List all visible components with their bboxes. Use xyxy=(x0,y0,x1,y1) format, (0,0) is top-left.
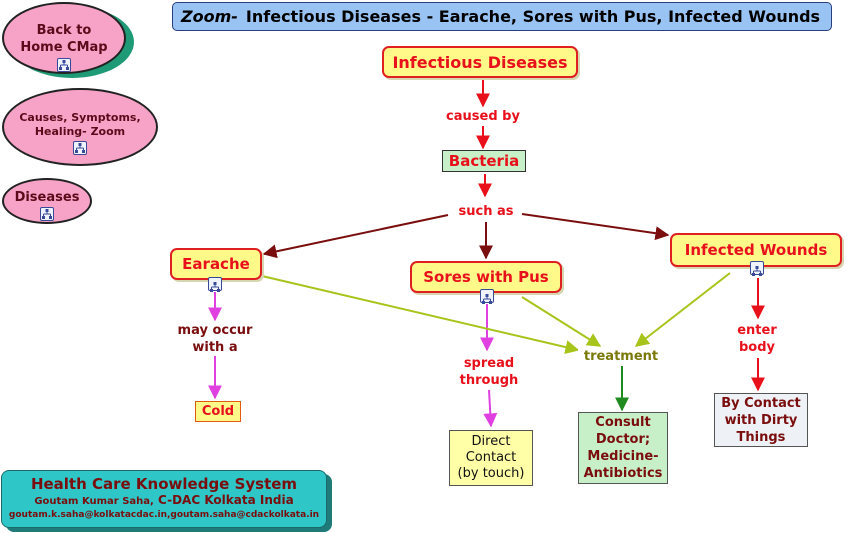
page-title: Zoom- Infectious Diseases - Earache, Sor… xyxy=(172,2,832,31)
link-wounds-to-treatment xyxy=(634,272,731,347)
footer-org: C-DAC Kolkata India xyxy=(158,493,294,507)
diseases-label: Diseases xyxy=(14,190,80,205)
footer-author: Goutam Kumar Saha, xyxy=(34,496,154,507)
footer-emails: goutam.k.saha@kolkatacdac.in,goutam.saha… xyxy=(8,510,320,520)
back-to-home-cmap-button[interactable]: Back to Home CMap xyxy=(2,2,126,74)
link-suchas-to-earache xyxy=(262,214,449,259)
cmap-link-icon[interactable] xyxy=(208,277,222,292)
footer-title: Health Care Knowledge System xyxy=(30,475,298,493)
cmap-link-icon[interactable] xyxy=(480,289,494,304)
link-suchas-to-wounds xyxy=(521,213,670,241)
title-text: Infectious Diseases - Earache, Sores wit… xyxy=(245,7,821,26)
concept-consult-doctor[interactable]: Consult Doctor; Medicine- Antibiotics xyxy=(578,412,668,484)
concept-direct-contact[interactable]: Direct Contact (by touch) xyxy=(449,430,533,486)
diseases-button[interactable]: Diseases xyxy=(2,178,92,224)
concept-bacteria[interactable]: Bacteria xyxy=(442,150,526,172)
cmap-link-icon[interactable] xyxy=(40,207,54,221)
concept-earache[interactable]: Earache xyxy=(170,248,262,280)
link-earache-to-treatment xyxy=(261,275,580,354)
link-label-caused-by: caused by xyxy=(443,108,523,125)
concept-by-contact-dirty-things[interactable]: By Contact with Dirty Things xyxy=(714,393,808,447)
footer-author-line: Goutam Kumar Saha, C-DAC Kolkata India xyxy=(2,493,326,509)
link-label-treatment: treatment xyxy=(578,348,664,365)
concept-cold[interactable]: Cold xyxy=(195,401,241,422)
cmap-link-icon[interactable] xyxy=(73,141,87,155)
concept-infectious-diseases[interactable]: Infectious Diseases xyxy=(382,46,578,78)
link-label-enter-body: enter body xyxy=(724,322,790,356)
cmap-link-icon[interactable] xyxy=(750,261,764,276)
cmap-link-icon[interactable] xyxy=(57,58,71,72)
causes-symptoms-healing-zoom-button[interactable]: Causes, Symptoms, Healing- Zoom xyxy=(2,88,158,166)
link-sores-to-treatment xyxy=(521,296,602,347)
title-prefix: Zoom- xyxy=(181,7,238,26)
link-spread-to-direct xyxy=(483,389,498,428)
footer-credit-box: Health Care Knowledge System Goutam Kuma… xyxy=(1,470,327,528)
causes-symptoms-label: Causes, Symptoms, Healing- Zoom xyxy=(19,111,141,138)
link-label-may-occur-with-a: may occur with a xyxy=(170,322,260,356)
link-label-such-as: such as xyxy=(451,203,521,220)
back-to-home-label: Back to Home CMap xyxy=(20,23,108,55)
link-label-spread-through: spread through xyxy=(449,355,529,389)
